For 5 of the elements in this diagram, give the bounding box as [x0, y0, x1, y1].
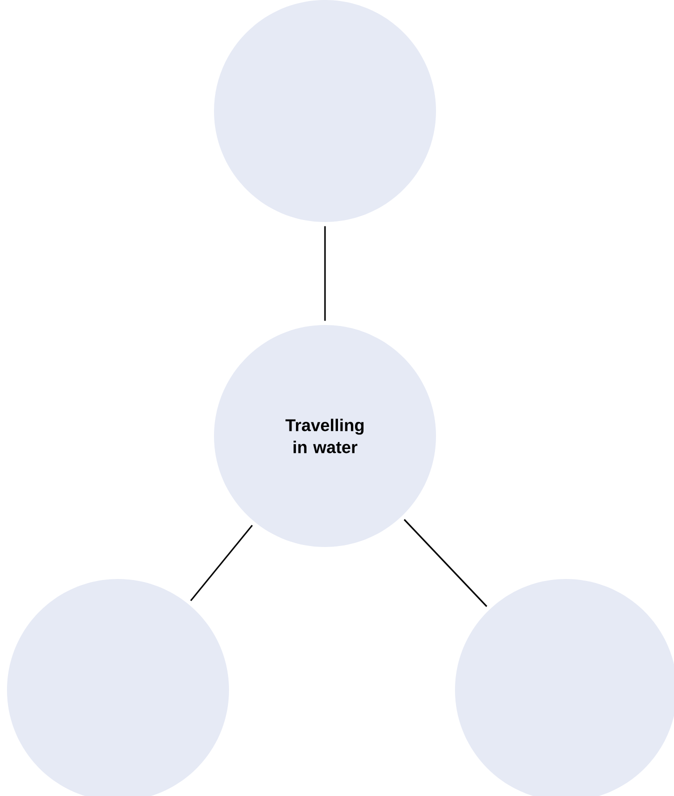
connector-line [404, 519, 488, 607]
connector-line [324, 226, 326, 321]
circle-node: Travelling in water [214, 325, 436, 547]
connector-line [190, 524, 253, 602]
circle-node [214, 0, 436, 222]
